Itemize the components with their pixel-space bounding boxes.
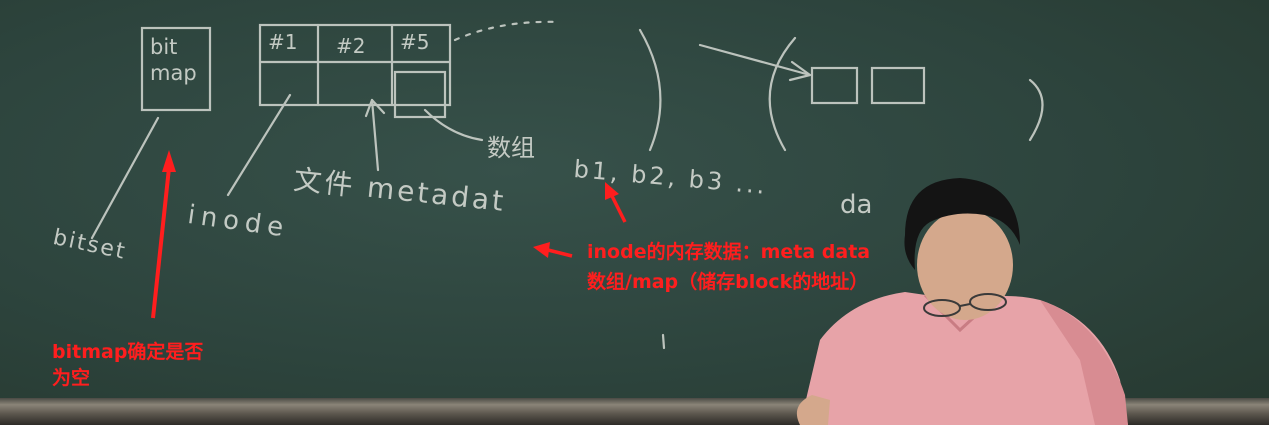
metadata-arrow (370, 98, 380, 172)
bitmap-annotation-line2: 为空 (52, 367, 91, 389)
blocks-annotation-arrow (610, 195, 627, 223)
glasses-icon (923, 293, 1007, 317)
paren-open-2 (768, 36, 797, 152)
dotted-line (453, 20, 562, 42)
metadata-annotation-arrow (547, 248, 573, 258)
paren-close-1 (638, 28, 662, 152)
bitmap-box-label: bit map (150, 35, 197, 85)
inode-cell-1: #1 (268, 30, 298, 54)
bitmap-annotation-line1: bitmap确定是否 (52, 341, 204, 363)
lecturer-hair (904, 178, 1020, 270)
lecturer-face (917, 210, 1013, 320)
inode-annotation-line1: inode的内存数据：meta data (587, 241, 871, 263)
chalk-mark (661, 333, 666, 350)
inode-table (258, 23, 452, 119)
array-label: 数组 (487, 134, 535, 162)
block-box-1 (810, 66, 859, 105)
paren-close-2 (1028, 78, 1044, 142)
inode-pointer-line (226, 93, 292, 197)
array-pointer-curve (423, 108, 484, 142)
bitmap-pointer-line (90, 116, 160, 240)
inode-annotation-line2: 数组/map（储存block的地址） (587, 271, 869, 293)
inode-cell-2: #2 (336, 34, 366, 58)
inode-cell-3: #5 (400, 30, 430, 54)
block-box-2 (870, 66, 926, 105)
lecturer-shirt (800, 292, 1128, 425)
bitmap-box (140, 26, 212, 112)
block-arrow (698, 43, 812, 77)
bitmap-annotation-arrow (151, 167, 171, 319)
data-partial-label: da (840, 190, 873, 220)
